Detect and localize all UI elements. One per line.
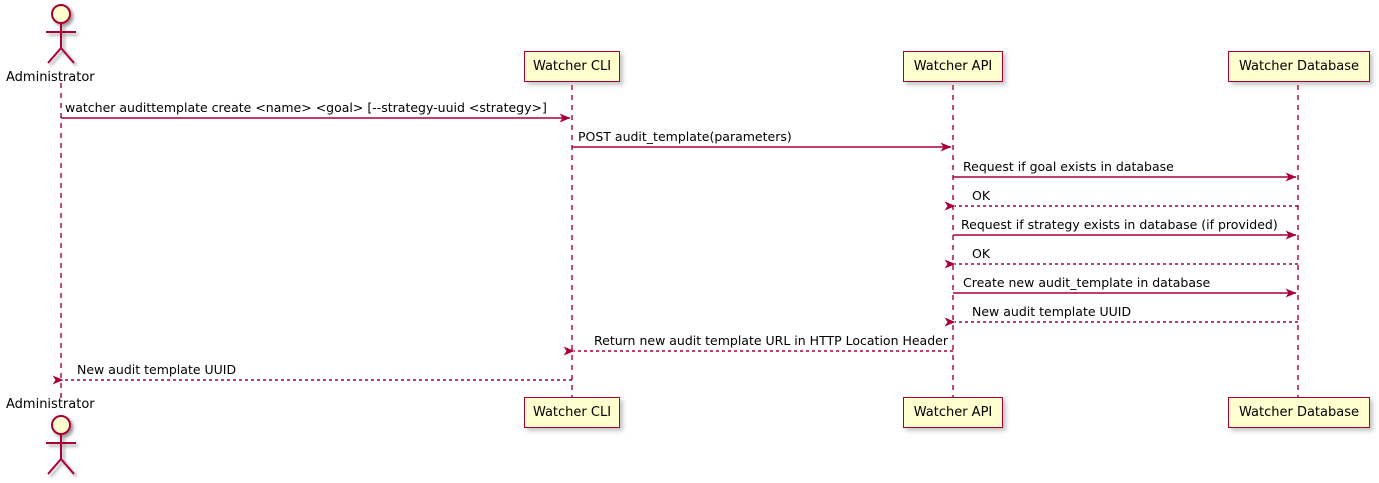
message-label-10: New audit template UUID: [77, 362, 237, 377]
message-label-3: Request if goal exists in database: [963, 159, 1174, 174]
participant-box-api-bottom[interactable]: Watcher API: [903, 397, 1003, 428]
message-label-8: New audit template UUID: [972, 304, 1132, 319]
messages: [52, 113, 1298, 385]
message-label-2: POST audit_template(parameters): [578, 129, 792, 144]
lifelines: [60, 83, 1299, 399]
message-label-1: watcher audittemplate create <name> <goa…: [65, 100, 547, 115]
participant-box-api-top[interactable]: Watcher API: [903, 51, 1003, 82]
message-label-5: Request if strategy exists in database (…: [961, 217, 1278, 232]
actor-icon-top: [46, 4, 76, 64]
participant-box-db-bottom[interactable]: Watcher Database: [1228, 397, 1370, 428]
message-label-6: OK: [972, 246, 991, 261]
message-label-4: OK: [972, 188, 991, 203]
participant-box-db-top[interactable]: Watcher Database: [1228, 51, 1370, 82]
participant-box-cli-bottom[interactable]: Watcher CLI: [524, 397, 620, 428]
message-label-9: Return new audit template URL in HTTP Lo…: [594, 333, 948, 348]
participant-box-cli-top[interactable]: Watcher CLI: [524, 51, 620, 82]
actor-label-administrator-top: Administrator: [6, 70, 95, 85]
message-label-7: Create new audit_template in database: [963, 275, 1211, 290]
actor-icon-bottom: [46, 415, 76, 475]
actor-label-administrator-bottom: Administrator: [6, 397, 95, 412]
